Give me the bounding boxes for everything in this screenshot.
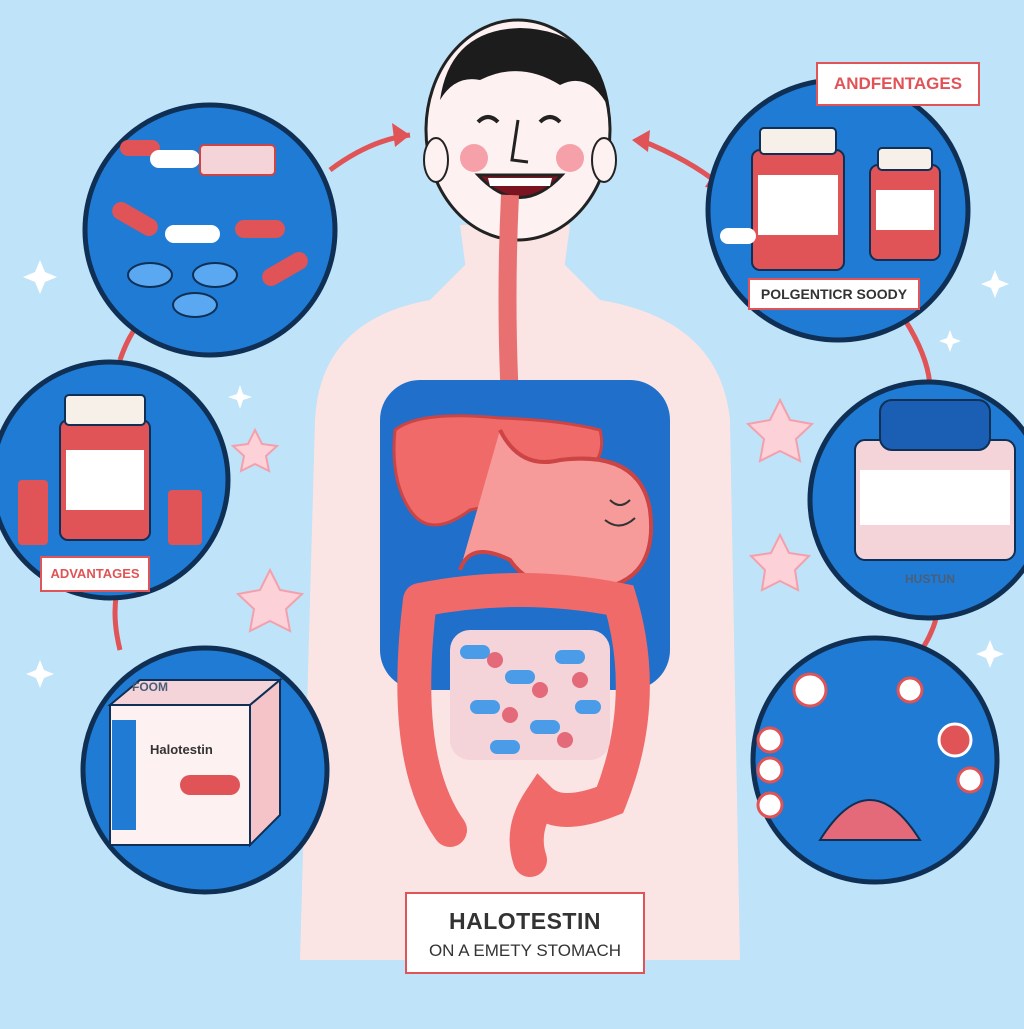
intestine-pills (460, 645, 601, 754)
study-label: POLGENTICR SOODY (760, 286, 908, 302)
hair (440, 28, 610, 110)
advantages-top-tag: ANDFENTAGES (816, 62, 980, 106)
pills-circle (82, 102, 338, 358)
jar-circle (807, 379, 1024, 621)
large-intestine (397, 573, 650, 877)
halotestin-box-label: Halotestin (150, 742, 213, 757)
right-eye (538, 115, 562, 124)
human-figure (300, 18, 740, 960)
left-eye (476, 115, 500, 124)
arrow-to-face-right-icon (632, 130, 650, 152)
box-circle (80, 645, 330, 895)
advantages-left-tag: ADVANTAGES (40, 556, 150, 592)
caption-title: HALOTESTIN (449, 908, 601, 934)
arrow-to-face-left-icon (392, 123, 410, 147)
box-top-label: FOOM (132, 680, 168, 694)
nose (510, 119, 529, 164)
pink-stars (230, 397, 815, 633)
process-circle (750, 635, 1000, 885)
stomach (458, 429, 654, 593)
caption-subtitle: ON A EMETY STOMACH (428, 941, 622, 960)
advantages-circle (0, 359, 231, 601)
sparkles (23, 260, 1009, 688)
jar-bottom-label: HUSTUN (905, 572, 955, 586)
bottles-circle (705, 77, 971, 343)
advantages-top-label: ANDFENTAGES (833, 74, 963, 93)
study-tag: POLGENTICR SOODY (748, 278, 920, 310)
advantages-left-label: ADVANTAGES (50, 566, 140, 581)
intestine-particles (487, 652, 588, 748)
caption-box: HALOTESTIN ON A EMETY STOMACH (405, 892, 645, 974)
